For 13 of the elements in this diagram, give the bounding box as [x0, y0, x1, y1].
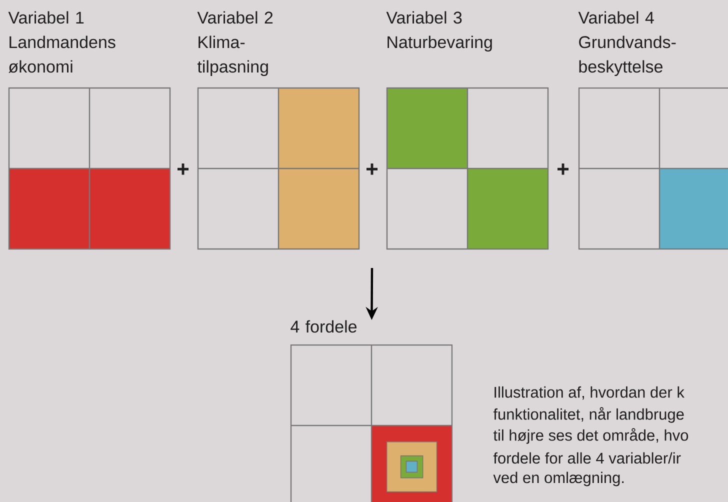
plus-sign: + [178, 164, 189, 175]
caption-line: ved en omlægning. [493, 472, 624, 486]
caption-line: funktionalitet, når landbruge [493, 407, 684, 423]
heading: 4 fordele [290, 320, 357, 333]
heading: Variabel 3 Naturbevaring [386, 11, 492, 52]
heading: Variabel 2 Klima-tilpasning [197, 11, 273, 76]
caption-line: fordele for alle 4 variabler/ir [493, 452, 681, 464]
caption-line: Illustration af, hvordan der k [494, 386, 684, 400]
caption-line: til højre ses det område, hvo [493, 428, 688, 444]
heading: Variabel 1 Landmandens økonomi [8, 11, 116, 73]
plus-sign: + [558, 164, 569, 175]
heading: Variabel 4 Grundvands-beskyttelse [578, 11, 676, 76]
plus-sign: + [366, 164, 378, 175]
